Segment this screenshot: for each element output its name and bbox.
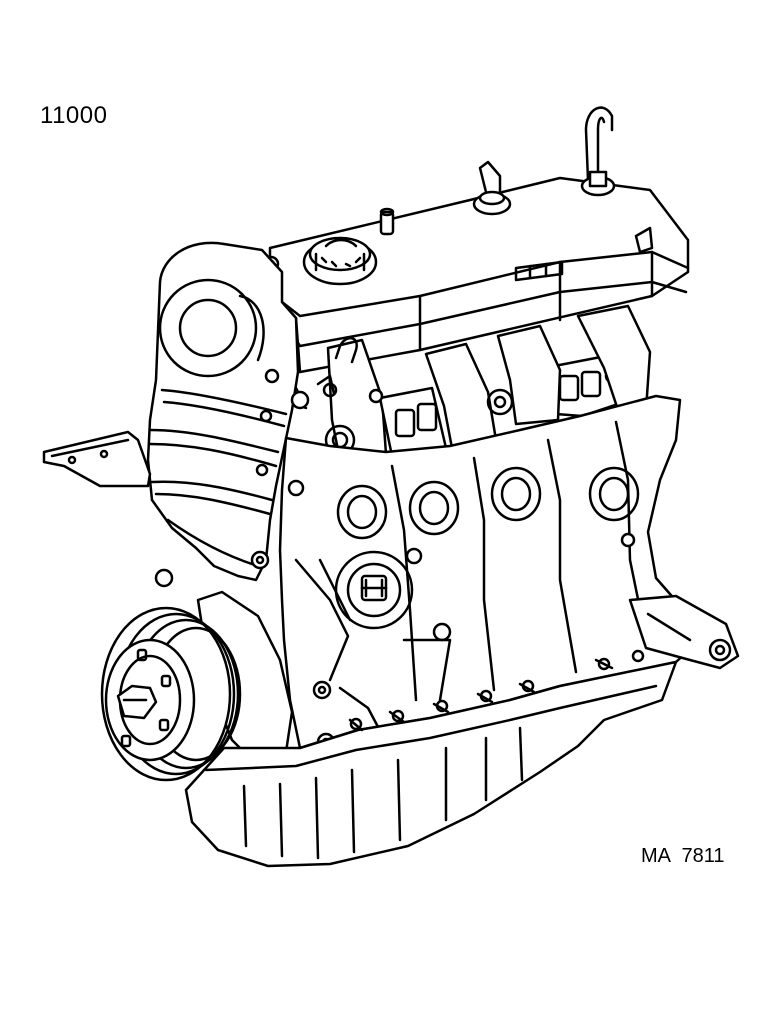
breather-pipe xyxy=(580,106,616,197)
oil-filler-cap xyxy=(302,236,378,286)
pcv-fitting xyxy=(472,160,512,216)
crankshaft-pulley xyxy=(100,606,242,782)
timing-belt-cover xyxy=(146,241,300,582)
part-number-label: 11000 xyxy=(40,102,108,129)
oil-pan xyxy=(184,649,678,868)
right-mount-bracket xyxy=(628,594,740,670)
left-mount-bracket xyxy=(42,430,152,488)
cover-post xyxy=(379,207,395,236)
illustration-code-label: MA 7811 xyxy=(641,845,725,867)
freeze-plugs xyxy=(336,466,640,540)
